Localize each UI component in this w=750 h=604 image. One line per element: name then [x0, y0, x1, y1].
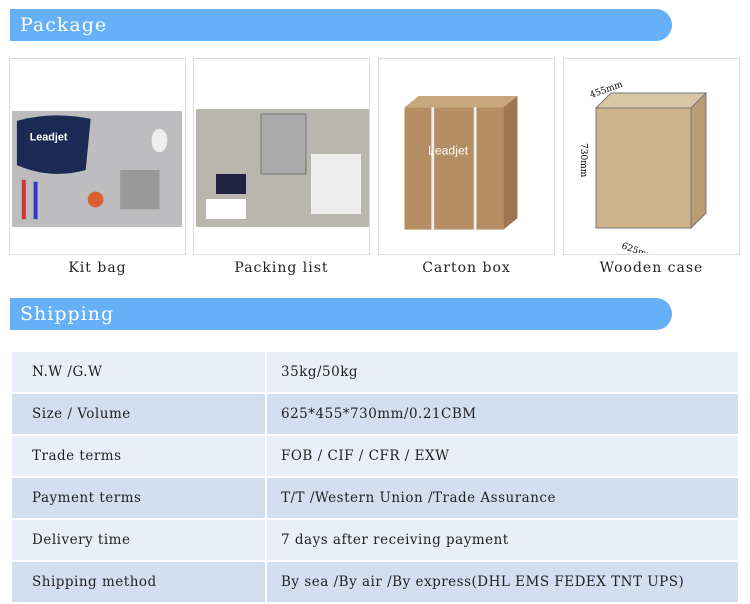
- row-value: FOB / CIF / CFR / EXW: [265, 434, 740, 478]
- caption-kit-bag: Kit bag: [68, 260, 127, 276]
- row-value: 7 days after receiving payment: [265, 518, 740, 562]
- carton-box-image: Leadjet: [378, 58, 555, 255]
- row-label: Trade terms: [10, 434, 267, 478]
- row-label: N.W /G.W: [10, 350, 267, 394]
- svg-text:Leadjet: Leadjet: [428, 143, 469, 157]
- kit-bag-image: Leadjet: [9, 58, 186, 255]
- package-header: Package: [10, 9, 672, 41]
- row-label: Delivery time: [10, 518, 267, 562]
- packing-list-image: [193, 58, 370, 255]
- svg-text:625mm: 625mm: [620, 241, 656, 253]
- shipping-header: Shipping: [10, 298, 672, 330]
- row-value: T/T /Western Union /Trade Assurance: [265, 476, 740, 520]
- caption-wooden-case: Wooden case: [599, 260, 704, 276]
- svg-text:730mm: 730mm: [578, 143, 588, 178]
- row-value: By sea /By air /By express(DHL EMS FEDEX…: [265, 560, 740, 604]
- row-label: Shipping method: [10, 560, 267, 604]
- svg-text:Leadjet: Leadjet: [30, 131, 68, 143]
- wooden-case-image: 455mm 730mm 625mm: [563, 58, 740, 255]
- row-value: 625*455*730mm/0.21CBM: [265, 392, 740, 436]
- caption-carton-box: Carton box: [422, 260, 511, 276]
- row-value: 35kg/50kg: [265, 350, 740, 394]
- caption-packing-list: Packing list: [234, 260, 329, 276]
- row-label: Size / Volume: [10, 392, 267, 436]
- row-label: Payment terms: [10, 476, 267, 520]
